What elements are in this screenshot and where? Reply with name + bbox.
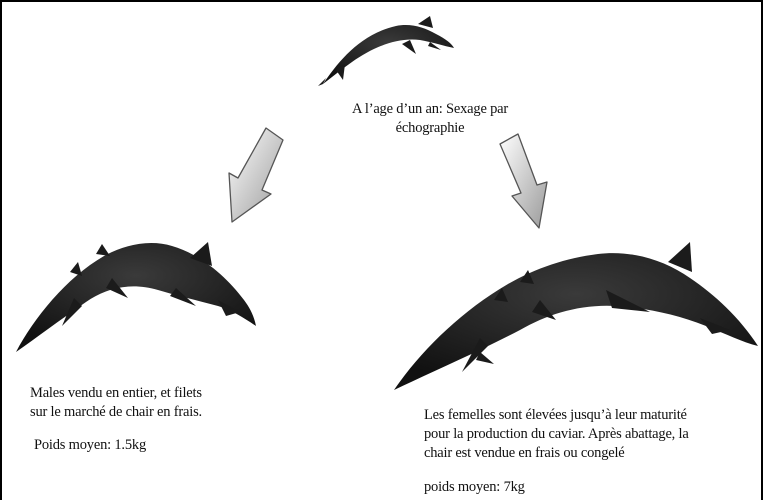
top-caption: A l’age d’un an: Sexage par échographie — [310, 100, 550, 138]
sturgeon-juvenile-icon — [318, 16, 454, 86]
arrow-to-females-icon — [500, 134, 547, 228]
sturgeon-male-icon — [16, 242, 256, 352]
females-description: Les femelles sont élevées jusqu’à leur m… — [424, 406, 760, 463]
females-line-3: chair est vendue en frais ou congelé — [424, 444, 760, 463]
top-caption-line-2: échographie — [310, 119, 550, 138]
males-line-2: sur le marché de chair en frais. — [30, 403, 290, 422]
top-caption-line-1: A l’age d’un an: Sexage par — [310, 100, 550, 119]
males-line-1: Males vendu en entier, et filets — [30, 384, 290, 403]
males-description: Males vendu en entier, et filets sur le … — [30, 384, 290, 422]
arrow-to-males-icon — [229, 128, 283, 222]
males-weight: Poids moyen: 1.5kg — [34, 436, 254, 455]
sturgeon-female-icon — [394, 242, 758, 390]
females-line-2: pour la production du caviar. Après abat… — [424, 425, 760, 444]
females-weight: poids moyen: 7kg — [424, 478, 644, 497]
females-line-1: Les femelles sont élevées jusqu’à leur m… — [424, 406, 760, 425]
